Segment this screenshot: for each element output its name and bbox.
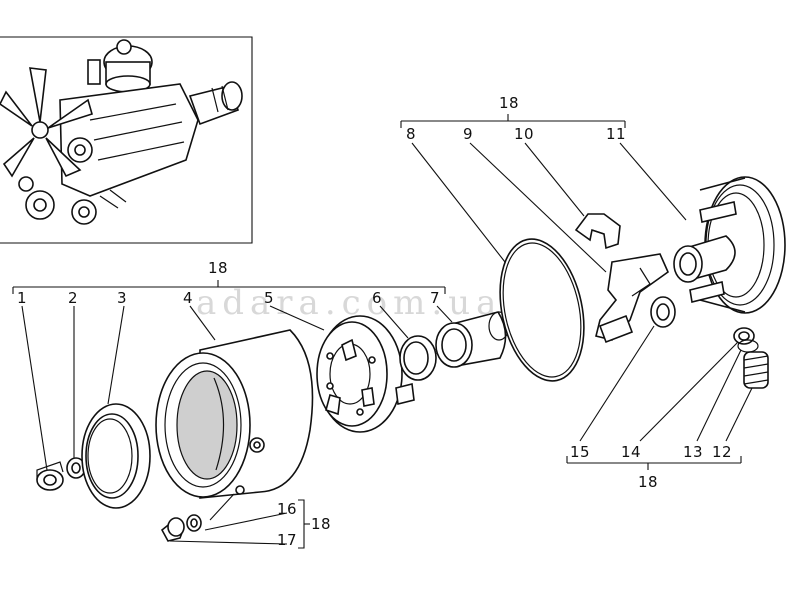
callout-3: 3 xyxy=(117,289,127,307)
part-16-17-plug xyxy=(160,514,202,542)
part-3-seal-ring xyxy=(81,403,151,509)
fan-icon xyxy=(0,67,93,178)
callout-7: 7 xyxy=(430,289,440,307)
part-6-ring xyxy=(399,335,437,381)
group-label-bottom-right: 18 xyxy=(638,473,658,491)
callout-14: 14 xyxy=(621,443,641,461)
part-8-o-ring xyxy=(499,238,585,382)
group-label-bottom-left: 18 xyxy=(311,515,331,533)
callout-12: 12 xyxy=(712,443,732,461)
part-1-nut xyxy=(36,461,64,491)
group-label-top-right: 18 xyxy=(499,94,519,112)
callout-11: 11 xyxy=(606,125,626,143)
group-label-left-row: 18 xyxy=(208,259,228,277)
callout-16: 16 xyxy=(277,500,297,518)
part-12-spring xyxy=(743,351,769,389)
callout-10: 10 xyxy=(514,125,534,143)
bracket-left-row xyxy=(12,280,446,294)
bracket-bottom-right xyxy=(566,456,742,470)
part-9-lever xyxy=(595,253,669,344)
part-11-pulley xyxy=(673,176,786,314)
bracket-bottom-left xyxy=(298,499,310,549)
engine-thumbnail xyxy=(0,36,253,244)
callout-4: 4 xyxy=(183,289,193,307)
callout-1: 1 xyxy=(17,289,27,307)
callout-17: 17 xyxy=(277,531,297,549)
part-7-bushing xyxy=(435,311,510,368)
callout-2: 2 xyxy=(68,289,78,307)
part-13-14-spring-cap xyxy=(733,327,759,353)
callout-15: 15 xyxy=(570,443,590,461)
part-2-washer xyxy=(66,457,86,479)
callout-9: 9 xyxy=(463,125,473,143)
callout-13: 13 xyxy=(683,443,703,461)
leader-lines xyxy=(21,142,753,545)
callout-6: 6 xyxy=(372,289,382,307)
part-10-clip xyxy=(574,213,621,250)
part-5-flange xyxy=(316,315,415,433)
callout-8: 8 xyxy=(406,125,416,143)
part-4-housing xyxy=(155,329,314,499)
callout-5: 5 xyxy=(264,289,274,307)
bracket-top-right xyxy=(400,114,626,128)
part-15-washer xyxy=(650,296,676,328)
